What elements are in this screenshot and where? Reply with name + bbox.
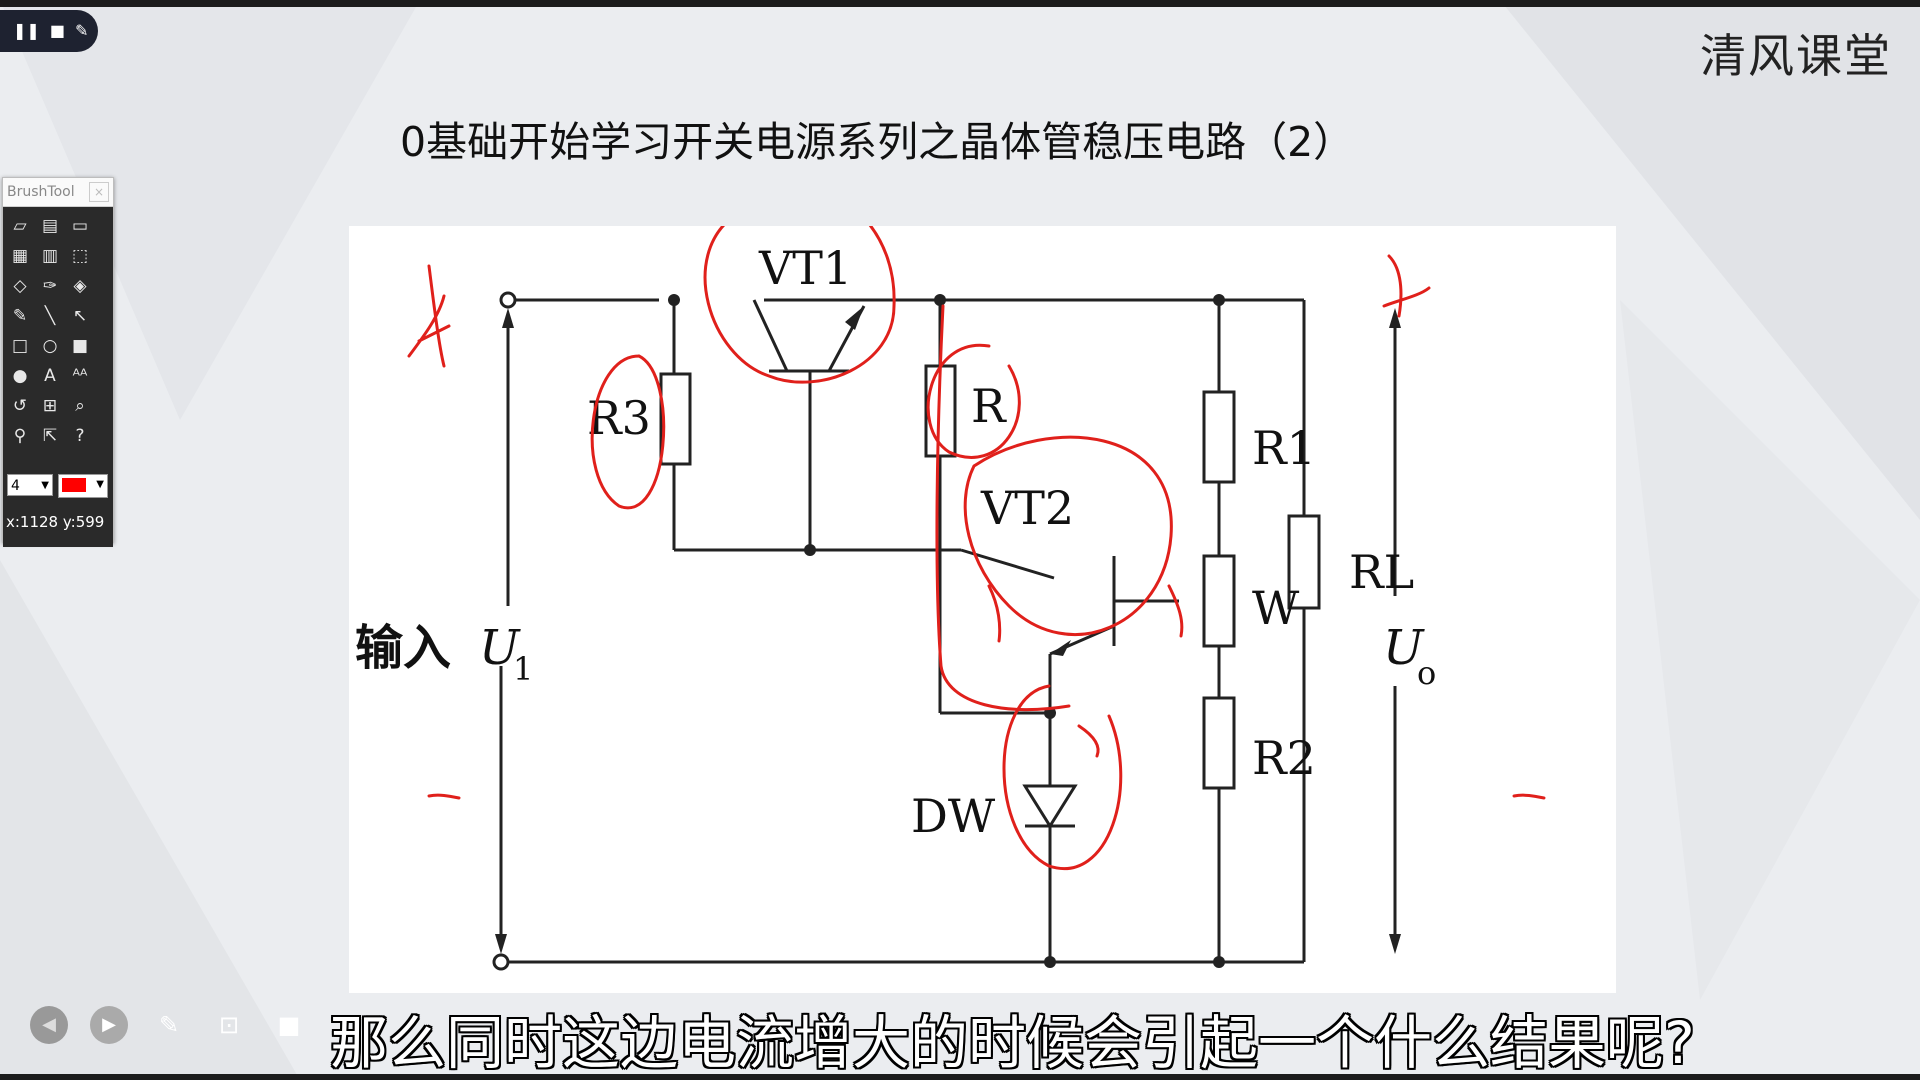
grid-icon[interactable]: ⊞ [42, 396, 58, 416]
player-controls: ◀ ▶ ✎ ⊡ ■ [30, 1000, 308, 1050]
screen-icon[interactable]: ▭ [71, 216, 89, 236]
label-input-prefix: 输入 [355, 620, 451, 676]
plus-mark-right [1382, 254, 1431, 318]
brand-watermark: 清风课堂 [1700, 29, 1892, 83]
save-icon[interactable]: ▤ [41, 216, 59, 236]
arrow-vt2-a [987, 584, 1002, 643]
label-rl: RL [1349, 545, 1414, 599]
label-input-sub: 1 [513, 650, 533, 688]
circle-dw [1002, 684, 1123, 870]
label-r2: R2 [1252, 731, 1316, 785]
bottom-frame-bar [0, 1074, 1920, 1080]
filled-ellipse-icon[interactable]: ● [12, 366, 28, 386]
undo-icon[interactable]: ↺ [12, 396, 28, 416]
pen-icon[interactable]: ✎ [74, 21, 89, 40]
arrow-dw [1077, 724, 1100, 758]
chevron-down-icon: ▼ [96, 479, 104, 490]
label-output-var: U [1383, 620, 1425, 676]
label-w: W [1252, 581, 1300, 635]
eyedropper-icon[interactable]: ✑ [42, 276, 58, 296]
fill-icon[interactable]: ◈ [73, 276, 87, 296]
label-input-var: U [479, 620, 521, 676]
top-frame-bar [0, 0, 1920, 7]
brushtool-header[interactable]: BrushTool × [3, 178, 113, 207]
label-r1: R1 [1252, 421, 1316, 475]
stop-icon[interactable]: ■ [49, 21, 65, 40]
laser-icon[interactable]: ⚲ [13, 426, 27, 446]
close-icon[interactable]: × [89, 182, 109, 202]
circuit-slide: VT1 R3 R VT2 R1 W R2 RL DW 输入 U 1 U o [349, 179, 1616, 993]
minus-mark-left [427, 793, 461, 800]
camera-icon[interactable]: ■ [277, 1011, 301, 1039]
screenshot-icon[interactable]: ⊡ [218, 1011, 240, 1039]
paste-icon[interactable]: ▦ [11, 246, 29, 266]
video-subtitle: 那么同时这边电流增大的时候会引起一个什么结果呢? [330, 1009, 1695, 1077]
current-path-line [935, 304, 1071, 712]
brush-color-select[interactable]: ▼ [58, 474, 108, 498]
filled-rect-icon[interactable]: ■ [71, 336, 89, 356]
circle-r [926, 343, 1021, 459]
minus-mark-right [1512, 793, 1546, 800]
arrow-w [1167, 584, 1184, 638]
brush-size-value: 4 [11, 478, 20, 494]
label-vt1: VT1 [758, 241, 852, 295]
label-vt2: VT2 [980, 481, 1074, 535]
select-rect-icon[interactable]: ⬚ [71, 246, 89, 266]
label-output-sub: o [1417, 654, 1436, 692]
recording-controls: ❚❚ ■ ✎ [0, 10, 98, 52]
rectangle-icon[interactable]: □ [11, 336, 29, 356]
terminals [492, 291, 517, 971]
slide-title: 0基础开始学习开关电源系列之晶体管稳压电路（2） [400, 118, 1355, 166]
text-icon[interactable]: A [44, 366, 56, 386]
circuit-diagram: VT1 R3 R VT2 R1 W R2 RL DW 输入 U 1 U o [355, 179, 1546, 971]
edit-icon[interactable]: ✎ [158, 1011, 180, 1039]
play-icon[interactable]: ▶ [90, 1006, 128, 1044]
pencil-icon[interactable]: ✎ [12, 306, 28, 326]
red-annotations [407, 179, 1546, 870]
circle-r3 [590, 354, 666, 510]
color-swatch [62, 478, 86, 492]
text-style-icon[interactable]: ᴬᴬ [72, 366, 88, 386]
brush-size-select[interactable]: 4 ▼ [7, 474, 53, 496]
brushtool-title: BrushTool [7, 184, 75, 200]
label-dw: DW [911, 789, 996, 843]
line-icon[interactable]: ╲ [44, 306, 56, 326]
zoom-icon[interactable]: ⌕ [75, 396, 85, 416]
open-icon[interactable]: ▱ [13, 216, 27, 236]
arrow-line-icon[interactable]: ↖ [72, 306, 88, 326]
zener-diode-symbol [1022, 784, 1078, 829]
label-r: R [971, 379, 1007, 433]
cursor-coordinates: x:1128 y:599 [6, 513, 105, 531]
pause-icon[interactable]: ❚❚ [13, 21, 40, 40]
back-icon[interactable]: ◀ [30, 1006, 68, 1044]
help-icon[interactable]: ? [75, 426, 85, 446]
eraser-icon[interactable]: ◇ [13, 276, 27, 296]
ellipse-icon[interactable]: ○ [42, 336, 58, 356]
cursor-icon[interactable]: ⇱ [42, 426, 58, 446]
circle-vt2 [963, 435, 1173, 636]
plus-mark-left [407, 264, 451, 368]
copy-icon[interactable]: ▥ [41, 246, 59, 266]
chevron-down-icon: ▼ [41, 480, 49, 491]
